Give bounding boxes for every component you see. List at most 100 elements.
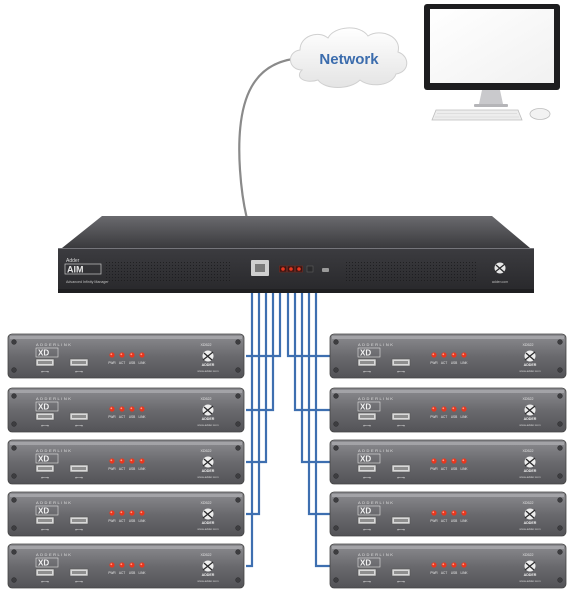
adder-logo-mark xyxy=(202,351,214,361)
extender-led-glint xyxy=(140,407,143,410)
extender-led-label: USB xyxy=(451,571,458,575)
extender-logo-text: ADDER xyxy=(524,417,537,421)
extender-part-number: XD522 xyxy=(523,553,534,557)
extender-led-glint xyxy=(462,511,465,514)
screw-icon xyxy=(333,421,339,427)
extender-led-label: LINK xyxy=(138,361,146,365)
extender-led-label: PWR xyxy=(108,571,116,575)
extender-body xyxy=(329,387,567,433)
extender-brand: ADDERLINK xyxy=(36,396,72,401)
extender-logo-text: ADDER xyxy=(524,363,537,367)
extender-led xyxy=(451,458,457,464)
screw-icon xyxy=(11,339,17,345)
extender-led xyxy=(139,562,145,568)
extender-led xyxy=(451,352,457,358)
adder-manager-unit: Adder AIM Advanced Infinity Manager adde… xyxy=(58,216,534,293)
extender-led-glint xyxy=(442,459,445,462)
usb-icon: ⭠⭢ xyxy=(75,423,83,429)
extender-led-label: ACT xyxy=(119,571,125,575)
screw-icon xyxy=(557,421,563,427)
screw-icon xyxy=(557,473,563,479)
extender-model: XD xyxy=(360,559,371,568)
screw-icon xyxy=(235,497,241,503)
extender-led xyxy=(139,458,145,464)
extender-part-number: XD522 xyxy=(201,553,212,557)
extender-led-glint xyxy=(110,563,113,566)
extender-brand: ADDERLINK xyxy=(358,342,394,347)
usb-icon: ⭠⭢ xyxy=(363,475,371,481)
screw-icon xyxy=(235,367,241,373)
extender-model: XD xyxy=(38,559,49,568)
extender-logo-text: ADDER xyxy=(524,521,537,525)
extender-led-label: ACT xyxy=(441,571,447,575)
extender-model-box xyxy=(357,505,381,516)
extender-led-label: PWR xyxy=(108,467,116,471)
usb-icon: ⭠⭢ xyxy=(363,579,371,585)
adder-logo-mark xyxy=(202,561,214,571)
extender-led xyxy=(441,510,447,516)
usb-port-slot xyxy=(394,361,408,364)
extender-led-label: ACT xyxy=(441,519,447,523)
extender-model: XD xyxy=(360,455,371,464)
extender-part-number: XD522 xyxy=(201,397,212,401)
extender-led xyxy=(461,458,467,464)
extender-logo-text: ADDER xyxy=(202,573,215,577)
screw-icon xyxy=(11,497,17,503)
screw-icon xyxy=(557,445,563,451)
extender-model-box xyxy=(357,401,381,412)
screw-icon xyxy=(11,549,17,555)
extender-brand: ADDERLINK xyxy=(358,500,394,505)
extender-model-box xyxy=(35,347,59,358)
usb-icon: ⭠⭢ xyxy=(41,369,49,375)
usb-port-slot xyxy=(38,519,52,522)
extender-highlight xyxy=(10,546,242,549)
extender-led-glint xyxy=(120,459,123,462)
extender-web-text: www.adder.com xyxy=(197,527,219,531)
extender-highlight xyxy=(10,442,242,445)
extender-led xyxy=(461,562,467,568)
extender-led-glint xyxy=(130,511,133,514)
screw-icon xyxy=(235,421,241,427)
adder-logo-mark xyxy=(202,457,214,467)
cable-left xyxy=(246,293,282,358)
manager-logo xyxy=(494,262,506,274)
extender-led xyxy=(109,352,115,358)
extender-led xyxy=(461,510,467,516)
extender-led-glint xyxy=(452,353,455,356)
extender-led-glint xyxy=(442,511,445,514)
cable-right xyxy=(307,293,330,516)
extender-led-label: LINK xyxy=(138,467,146,471)
adder-logo-mark xyxy=(202,405,214,415)
mouse-icon xyxy=(529,108,551,120)
extender-led-glint xyxy=(110,407,113,410)
extender-model: XD xyxy=(360,507,371,516)
usb-icon: ⭠⭢ xyxy=(75,527,83,533)
extender-brand: ADDERLINK xyxy=(358,552,394,557)
extender-led-label: LINK xyxy=(460,361,468,365)
usb-port-slot xyxy=(394,571,408,574)
extender-led xyxy=(139,510,145,516)
extender-led-label: USB xyxy=(451,519,458,523)
usb-port-slot xyxy=(72,519,86,522)
screw-icon xyxy=(235,473,241,479)
screw-icon xyxy=(557,393,563,399)
extender-led-glint xyxy=(432,563,435,566)
extender-led xyxy=(441,562,447,568)
extender-highlight xyxy=(332,442,564,445)
extender-logo-text: ADDER xyxy=(202,521,215,525)
extender-led-label: USB xyxy=(129,361,136,365)
extender-led-label: ACT xyxy=(119,519,125,523)
extender-led xyxy=(119,562,125,568)
cable-right xyxy=(293,293,330,412)
extender-model-box xyxy=(35,401,59,412)
usb-port-slot xyxy=(72,467,86,470)
extender-body xyxy=(7,491,245,537)
extender-led xyxy=(109,458,115,464)
usb-port-slot xyxy=(394,415,408,418)
extender-led xyxy=(441,458,447,464)
usb-icon: ⭠⭢ xyxy=(397,579,405,585)
